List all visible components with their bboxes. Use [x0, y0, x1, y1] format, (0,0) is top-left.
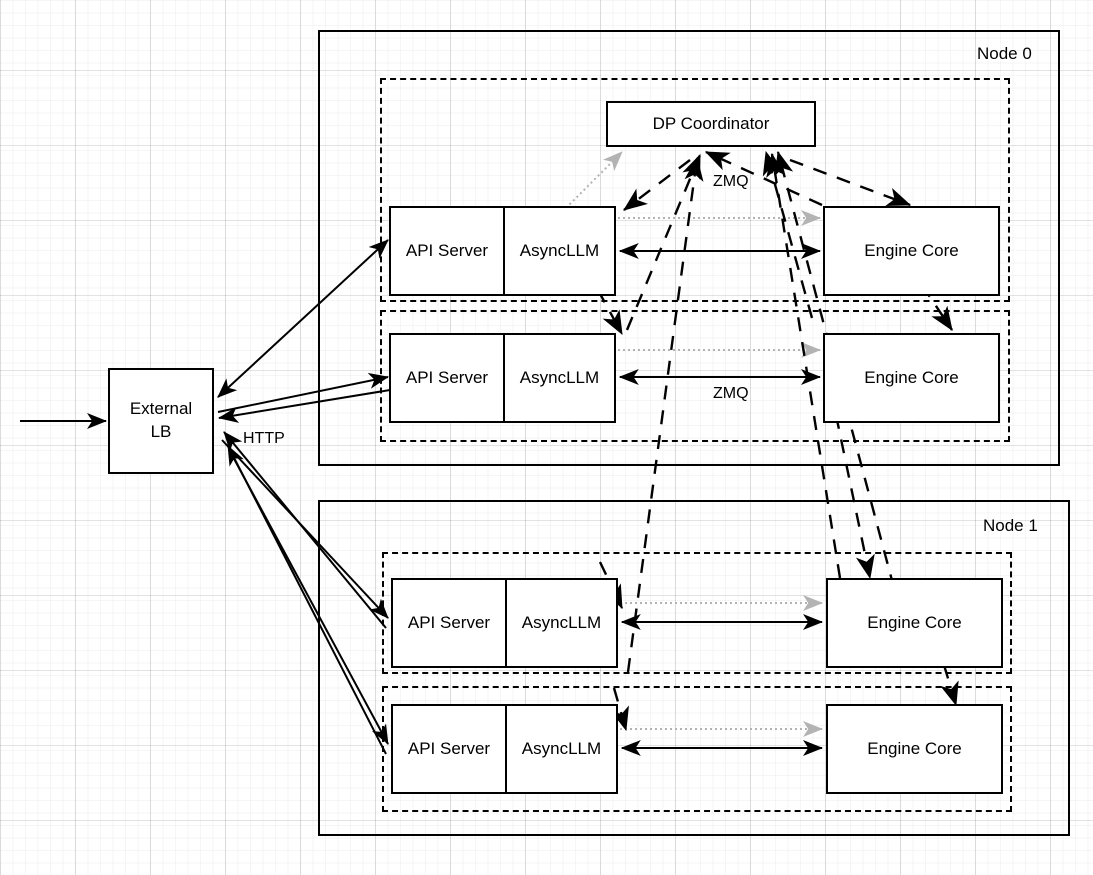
- node-1-replica-1-frontend[interactable]: API Server AsyncLLM: [391, 704, 618, 794]
- engine-core-label: Engine Core: [867, 613, 962, 632]
- node-1-replica-0-frontend[interactable]: API Server AsyncLLM: [391, 578, 618, 668]
- asyncllm-label: AsyncLLM: [519, 368, 600, 387]
- external-lb-line1: External: [129, 399, 193, 419]
- node-1-label: Node 1: [983, 516, 1038, 535]
- engine-core-label: Engine Core: [864, 368, 959, 387]
- asyncllm-label: AsyncLLM: [519, 241, 600, 260]
- node-0-label: Node 0: [977, 44, 1032, 63]
- node-1-frame: [318, 500, 1070, 836]
- asyncllm-label: AsyncLLM: [521, 739, 602, 758]
- node-0-replica-0-frontend[interactable]: API Server AsyncLLM: [389, 206, 616, 296]
- api-server-label: API Server: [393, 706, 507, 792]
- api-server-label: API Server: [391, 208, 505, 294]
- dp-coordinator-box[interactable]: DP Coordinator: [606, 101, 816, 147]
- api-server-label: API Server: [393, 580, 507, 666]
- engine-core-label: Engine Core: [867, 739, 962, 758]
- http-label: HTTP: [243, 430, 285, 447]
- node-1-replica-0-engine[interactable]: Engine Core: [826, 578, 1003, 668]
- external-lb-line2: LB: [150, 422, 172, 441]
- node-0-replica-0-engine[interactable]: Engine Core: [823, 206, 1000, 296]
- external-lb-box[interactable]: External LB: [108, 368, 214, 474]
- node-0-replica-1-group: [380, 310, 1010, 442]
- node-1-replica-1-group: [382, 686, 1012, 812]
- node-0-frame: [318, 30, 1060, 466]
- node-1-replica-0-group: [382, 552, 1012, 674]
- dp-coordinator-label: DP Coordinator: [652, 114, 770, 133]
- api-server-label: API Server: [391, 335, 505, 421]
- asyncllm-label: AsyncLLM: [521, 613, 602, 632]
- engine-core-label: Engine Core: [864, 241, 959, 260]
- zmq-label-top: ZMQ: [713, 173, 749, 190]
- node-1-replica-1-engine[interactable]: Engine Core: [826, 704, 1003, 794]
- node-0-replica-1-frontend[interactable]: API Server AsyncLLM: [389, 333, 616, 423]
- zmq-label-mid: ZMQ: [713, 385, 749, 402]
- node-0-replica-0-group: [380, 78, 1010, 302]
- node-0-replica-1-engine[interactable]: Engine Core: [823, 333, 1000, 423]
